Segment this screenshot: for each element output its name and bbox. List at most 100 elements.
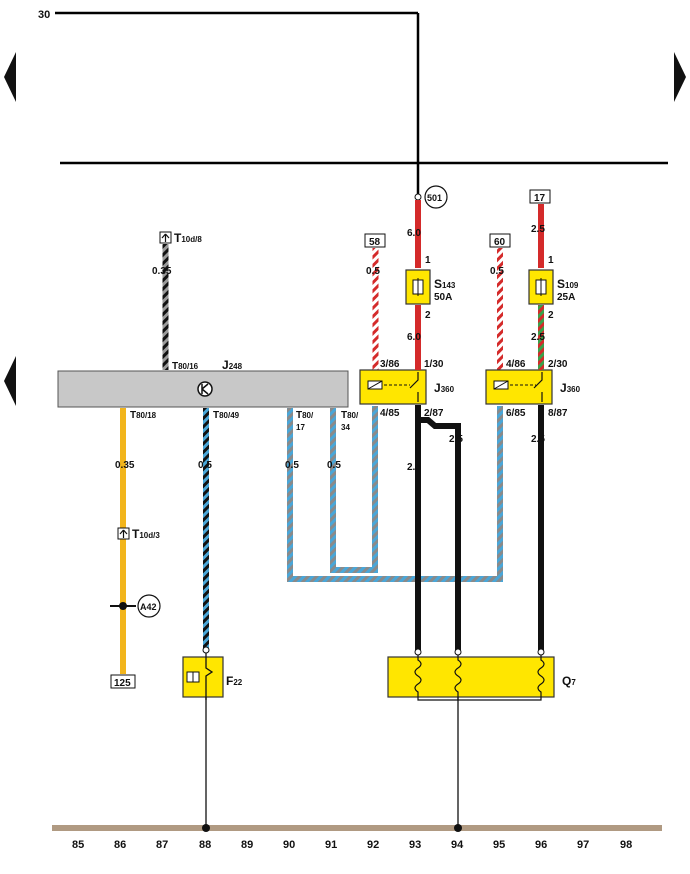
a42-node [119, 602, 127, 610]
wire-relayA-q7-93 [415, 405, 421, 650]
terminal-30-label: 30 [38, 9, 50, 21]
relay-coil-icon [367, 372, 419, 402]
pin-s143-in: 1 [425, 255, 431, 266]
t80-49-label: T80/49 [213, 410, 240, 421]
ref-box-58 [364, 233, 386, 248]
gauge-w94: 2.5 [449, 434, 463, 445]
a42-ref-label: A42 [140, 602, 157, 612]
ground-node-88 [202, 824, 210, 832]
pin-relay-a-3: 3/86 [380, 359, 400, 370]
pin-relay-b-8: 8/87 [548, 408, 568, 419]
page-prev-arrow-icon-2[interactable] [4, 356, 16, 406]
gauge-w58: 0.5 [366, 266, 380, 277]
t80-17-label-line2: 17 [296, 423, 305, 432]
ref-box-17 [529, 189, 551, 204]
axis-label: 94 [451, 839, 464, 851]
pin-s143-out: 2 [425, 310, 431, 321]
gauge-w60: 0.5 [490, 266, 504, 277]
terminal-up-arrow-icon [117, 527, 130, 540]
terminal-up-arrow-icon [159, 231, 172, 244]
wire-t80-34 [330, 406, 378, 573]
page-prev-arrow-icon[interactable] [4, 52, 16, 102]
pin-s109-in: 1 [548, 255, 554, 266]
pin-relay-b-4: 4/86 [506, 359, 526, 370]
relay-b-label: J360 [560, 381, 581, 395]
pin-relay-a-1: 1/30 [424, 359, 444, 370]
pin-relay-b-2: 2/30 [548, 359, 568, 370]
t10d8-label: T10d/8 [174, 231, 202, 245]
gauge-s143-out: 6.0 [407, 332, 421, 343]
ref-box-58-label: 58 [369, 237, 381, 248]
gauge-w96: 2.5 [531, 434, 545, 445]
wire-58-relayA [372, 248, 379, 370]
ref-circle-501 [424, 185, 448, 209]
wire-relayB-q7-96 [538, 405, 544, 650]
axis-label: 92 [367, 839, 379, 851]
wire-s143-relayA [415, 305, 421, 370]
t80-34-label: T80/ [341, 410, 359, 421]
wire-s109-relayB [538, 305, 544, 370]
ref-box-17-label: 17 [534, 193, 546, 204]
ref-box-60 [489, 233, 511, 248]
wire-j248-f22 [203, 408, 209, 648]
wire-relayA-q7-94 [418, 417, 461, 650]
supply-bus-30 [55, 11, 668, 195]
axis-label: 90 [283, 839, 295, 851]
j248-label: J248 [222, 358, 243, 372]
wire-60-relayB [497, 248, 503, 370]
pin-relay-a-2: 2/87 [424, 408, 444, 419]
gauge-s109-out: 2.5 [531, 332, 545, 343]
relay-coil-icon [493, 372, 543, 402]
ref-box-125-label: 125 [114, 678, 131, 689]
heater-element-icon [414, 655, 545, 701]
q7-label: Q7 [562, 674, 576, 688]
t80-17-label: T80/ [296, 410, 314, 421]
axis-label: 97 [577, 839, 589, 851]
axis-label: 95 [493, 839, 505, 851]
wire-j248-125 [120, 408, 126, 674]
t80-34-label-line2: 34 [341, 423, 350, 432]
axis-label: 98 [620, 839, 632, 851]
gauge-j248-17: 0.5 [285, 460, 299, 471]
axis-label: 96 [535, 839, 547, 851]
t10d3-label: T10d/3 [132, 527, 160, 541]
wire-501-s143 [415, 200, 421, 268]
gauge-w93: 2.5 [407, 462, 421, 473]
axis-label: 91 [325, 839, 337, 851]
gauge-w501: 6.0 [407, 228, 421, 239]
thermal-switch-icon [186, 653, 214, 700]
t80-18-label: T80/18 [130, 410, 157, 421]
axis-label: 89 [241, 839, 253, 851]
wire-t10d8-j248 [162, 244, 169, 370]
pin-s109-out: 2 [548, 310, 554, 321]
ref-box-125 [110, 674, 136, 689]
ground-node-94 [454, 824, 462, 832]
ref-circle-501-label: 501 [427, 193, 442, 203]
transistor-icon [197, 381, 213, 397]
wire-t80-17 [287, 406, 503, 582]
gauge-w17: 2.5 [531, 224, 545, 235]
gauge-t10d8: 0.35 [152, 266, 172, 277]
wire-17-s109 [538, 204, 544, 268]
axis-label: 88 [199, 839, 211, 851]
ref-box-60-label: 60 [494, 237, 506, 248]
relay-a-label: J360 [434, 381, 455, 395]
pin-relay-a-4: 4/85 [380, 408, 400, 419]
f22-label: F22 [226, 674, 243, 688]
fuse-s109-label: S109 [557, 277, 579, 291]
pin-relay-b-6: 6/85 [506, 408, 526, 419]
fuse-s109-rating: 25A [557, 292, 575, 303]
fuse-icon [535, 278, 547, 296]
t80-16-label: T80/16 [172, 361, 199, 372]
gauge-j248-34: 0.5 [327, 460, 341, 471]
fuse-icon [412, 278, 424, 296]
axis-label: 87 [156, 839, 168, 851]
fuse-s143-label: S143 [434, 277, 456, 291]
fuse-s143-rating: 50A [434, 292, 452, 303]
a42-ref-circle [137, 594, 161, 618]
axis-label: 85 [72, 839, 84, 851]
column-axis: 85 86 87 88 89 90 91 92 93 94 95 96 97 9… [72, 839, 632, 851]
axis-label: 93 [409, 839, 421, 851]
page-next-arrow-icon[interactable] [674, 52, 686, 102]
